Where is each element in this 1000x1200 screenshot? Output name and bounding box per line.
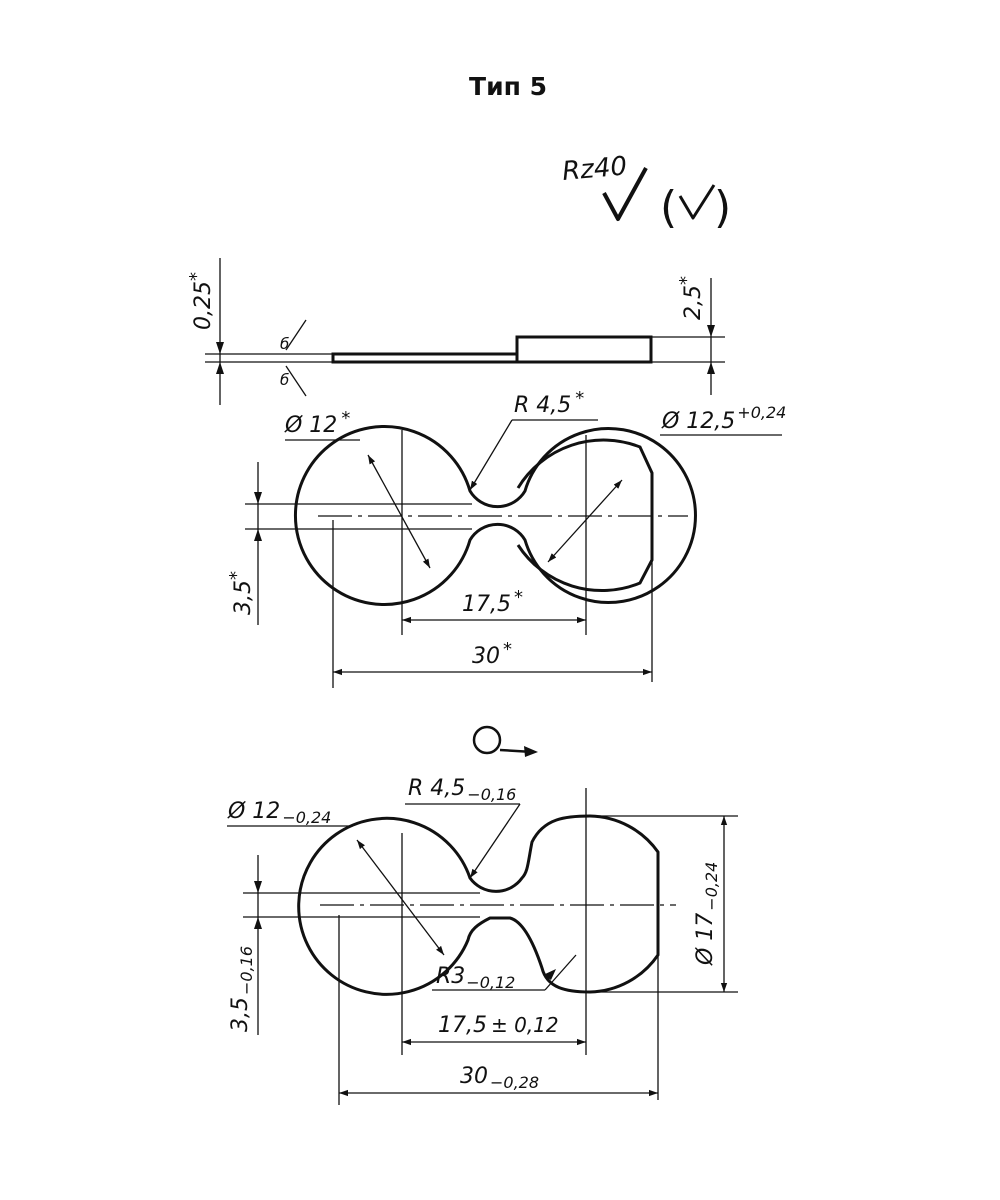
bottom-centers-dim: 17,5± 0,12	[438, 1013, 559, 1038]
view-symbol	[472, 725, 538, 757]
surface-symbol-bottom: б	[280, 371, 289, 389]
surface-symbol-top: б	[280, 335, 289, 353]
roughness-value: Rz40	[561, 151, 628, 187]
check-mark-icon	[602, 167, 648, 221]
roughness-symbol: Rz40 ( )	[561, 151, 731, 233]
bottom-diameter-right: Ø 17−0,24	[693, 862, 721, 966]
top-radius: R 4,5*	[514, 388, 584, 418]
top-diameter-left: Ø 12*	[284, 408, 350, 438]
view-circle-icon	[472, 725, 502, 755]
side-thin-plate	[331, 352, 519, 364]
top-centers-dim: 17,5*	[462, 587, 523, 617]
top-diameter-right: Ø 12,5+0,24	[661, 403, 786, 434]
small-check-mark-icon	[678, 184, 716, 220]
roughness-paren-close: )	[714, 182, 731, 233]
top-view: 3,5* Ø 12* R 4,5* Ø 12,5+0,24 17,5* 30*	[226, 388, 786, 688]
bottom-radius: R 4,5−0,16	[408, 776, 516, 804]
roughness-paren-open: (	[660, 182, 677, 233]
bottom-neck-dim: 3,5−0,16	[228, 946, 256, 1032]
drawing-title: Тип 5	[469, 72, 547, 101]
bottom-view-contour	[297, 814, 660, 996]
side-view: 0,25* б б 2,5*	[186, 258, 725, 405]
bottom-diameter-left: Ø 12−0,24	[227, 799, 331, 827]
side-thin-dim: 0,25*	[186, 272, 216, 330]
top-neck-dim: 3,5*	[226, 571, 256, 615]
side-thick-dim: 2,5*	[676, 276, 706, 320]
top-view-contour	[294, 425, 697, 606]
top-length-dim: 30*	[472, 639, 512, 669]
bottom-length-dim: 30−0,28	[460, 1064, 539, 1092]
side-thick-boss	[515, 335, 653, 364]
top-view-outer-rim	[516, 438, 654, 593]
bottom-view: 3,5−0,16 Ø 12−0,24 R 4,5−0,16 R3−0,12 17…	[227, 776, 738, 1105]
bottom-radius-small: R3−0,12	[436, 964, 515, 992]
